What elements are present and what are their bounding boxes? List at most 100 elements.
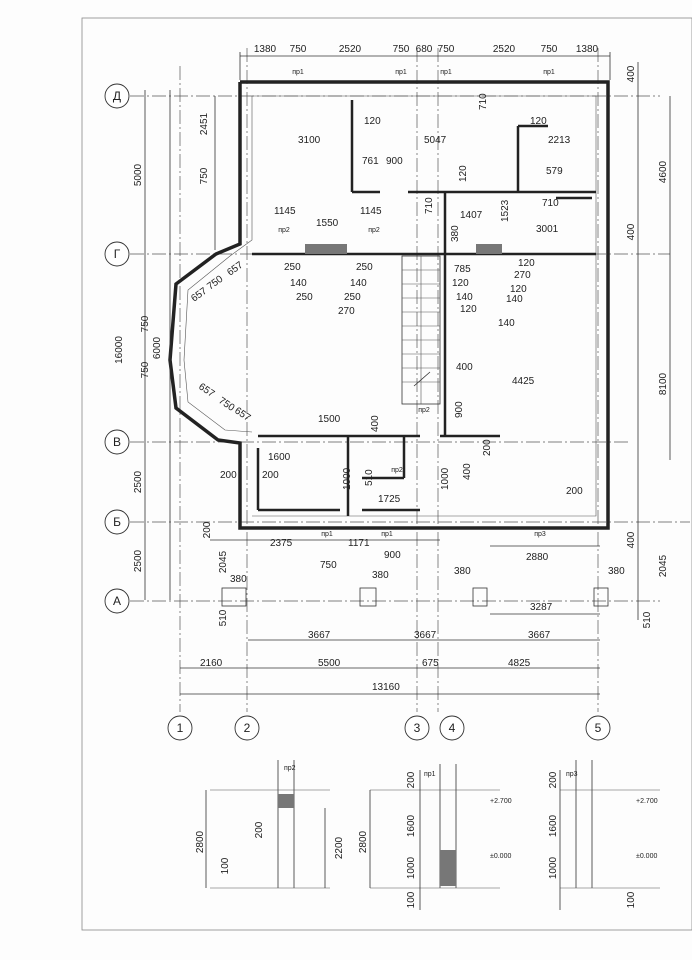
dim-room: 140 [506,294,523,305]
dim-bottom: 380 [454,566,471,577]
dim-room: 1145 [274,206,296,217]
dim-top: 750 [438,44,455,55]
dim-room: 200 [220,470,237,481]
dim-left: 2500 [133,549,144,572]
dim-room: 120 [458,165,469,182]
axis-row-d: Д [113,89,121,103]
dim-room: 3001 [536,224,559,235]
section-dim: 1600 [406,814,417,837]
dim-right: 400 [626,223,637,240]
dim-left: 16000 [114,336,125,364]
opening-tag: пр3 [534,531,546,538]
dim-bottom: 3287 [530,602,553,613]
dim-room: 400 [370,415,381,432]
dim-room: 1600 [268,452,291,463]
top-dimensions: 1380 750 2520 750 680 750 2520 750 1380 [254,44,599,55]
axis-col-5: 5 [595,721,602,735]
dim-right: 2045 [658,554,669,577]
column-axis-markers: 1 2 3 4 5 [167,715,611,741]
opening-tag: пр2 [391,467,403,474]
dim-room: 1725 [378,494,401,505]
dim-room: 2213 [548,135,571,146]
level-mark: +2.700 [636,798,658,805]
axis-col-3: 3 [414,721,421,735]
dim-top: 2520 [493,44,516,55]
hatch-blocks [221,244,609,607]
dim-room: 1407 [460,210,483,221]
dim-room: 900 [454,401,465,418]
dim-room: 900 [386,156,403,167]
dim-room: 657 [189,285,209,304]
dim-room: 250 [284,262,301,273]
dim-bottom: 2160 [200,658,223,669]
dim-top: 1380 [576,44,599,55]
dim-bottom: 900 [384,550,401,561]
dim-room: 1523 [500,199,511,222]
dim-room: 3100 [298,135,321,146]
dim-room: 1000 [440,467,451,490]
dim-bottom: 2880 [526,552,549,563]
dim-left: 6000 [152,336,163,359]
exterior-walls [168,80,610,530]
dim-room: 120 [452,278,469,289]
axis-col-4: 4 [449,721,456,735]
axis-col-2: 2 [244,721,251,735]
dim-left: 5000 [133,163,144,186]
top-dimension-line [239,52,611,80]
opening-tag: пр2 [368,227,380,234]
row-axis-markers: Д Г В Б А [104,83,130,614]
dim-left: 750 [199,167,210,184]
dim-room: 710 [478,93,489,110]
section-dim: 200 [548,771,559,788]
dim-room: 270 [338,306,355,317]
dim-bottom: 3667 [414,630,437,641]
dim-bottom: 750 [320,560,337,571]
dim-room: 657 [232,405,252,424]
dim-room: 250 [296,292,313,303]
dim-top: 750 [393,44,410,55]
grid-lines [130,48,690,712]
dim-room: 120 [530,116,547,127]
section-dim: 200 [254,821,265,838]
section-tag: пр1 [424,771,436,778]
dim-right: 400 [626,65,637,82]
opening-tag: пр1 [321,531,333,538]
right-dimensions: 400 4600 400 8100 400 2045 510 [626,65,669,628]
dim-bottom: 3667 [528,630,551,641]
section-dim: 100 [406,891,417,908]
room-dimensions: 3100 5047 120 120 710 2213 761 900 120 5… [189,93,583,505]
section-dim: 1000 [406,856,417,879]
section-dim: 100 [626,891,637,908]
dim-bottom: 3667 [308,630,331,641]
dim-top: 750 [290,44,307,55]
section-dim: 2800 [195,830,206,853]
dim-left: 750 [140,315,151,332]
dim-room: 200 [566,486,583,497]
axis-row-v: В [113,435,121,449]
dim-room: 250 [344,292,361,303]
dim-top: 750 [541,44,558,55]
dim-left: 2045 [218,550,229,573]
dim-right: 510 [642,611,653,628]
dim-room: 1550 [316,218,339,229]
dim-room: 657 [225,259,245,278]
left-dimensions: 5000 16000 2500 2500 2451 750 750 6000 7… [114,112,229,626]
side-dimension-lines [144,62,671,620]
opening-tag: пр2 [418,407,430,414]
dim-room: 140 [456,292,473,303]
section-dim: 1600 [548,814,559,837]
dim-room: 710 [542,198,559,209]
section-dim: 100 [220,857,231,874]
dim-room: 140 [290,278,307,289]
dim-left: 2500 [133,470,144,493]
dim-room: 200 [482,439,493,456]
dim-room: 510 [364,469,375,486]
level-mark: ±0.000 [636,853,657,860]
opening-tags: пр1 пр1 пр1 пр1 пр2 пр2 пр2 пр2 пр1 пр1 … [278,69,555,538]
level-mark: ±0.000 [490,853,511,860]
dim-room: 761 [362,156,379,167]
dim-room: 400 [462,463,473,480]
dim-top: 1380 [254,44,277,55]
dim-room: 120 [364,116,381,127]
